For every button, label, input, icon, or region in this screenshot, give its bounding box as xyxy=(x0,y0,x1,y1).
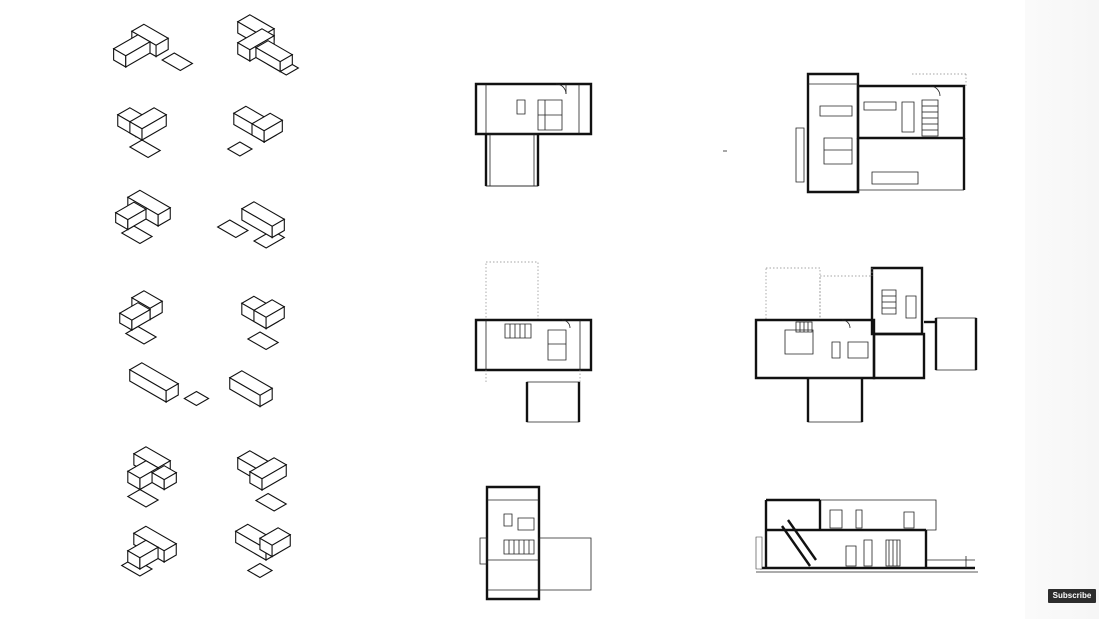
right-edge-panel xyxy=(1025,0,1099,619)
massing-diagram-11 xyxy=(128,447,176,507)
subscribe-button[interactable]: Subscribe xyxy=(1048,589,1096,603)
massing-diagram-1 xyxy=(114,24,193,70)
massing-diagram-3 xyxy=(118,108,166,158)
massing-diagram-13 xyxy=(122,526,177,576)
massing-diagram-6 xyxy=(218,202,285,248)
massing-diagram-7 xyxy=(120,291,162,344)
plan-narrow-c xyxy=(480,487,591,599)
massing-diagram-12 xyxy=(238,451,286,511)
massing-diagram-4 xyxy=(228,106,283,156)
plan-small-b xyxy=(476,262,591,422)
massing-diagram-2 xyxy=(238,15,299,75)
massing-diagram-5 xyxy=(116,190,171,243)
plan-large-a xyxy=(796,74,966,192)
massing-diagram-10 xyxy=(230,371,272,407)
massing-diagram-8 xyxy=(242,296,284,349)
plan-large-b xyxy=(756,268,976,422)
massing-diagrams xyxy=(114,15,299,578)
section-c xyxy=(756,500,978,572)
massing-diagram-14 xyxy=(236,524,291,577)
massing-diagram-9 xyxy=(130,363,209,406)
plan-small-a xyxy=(476,84,591,186)
